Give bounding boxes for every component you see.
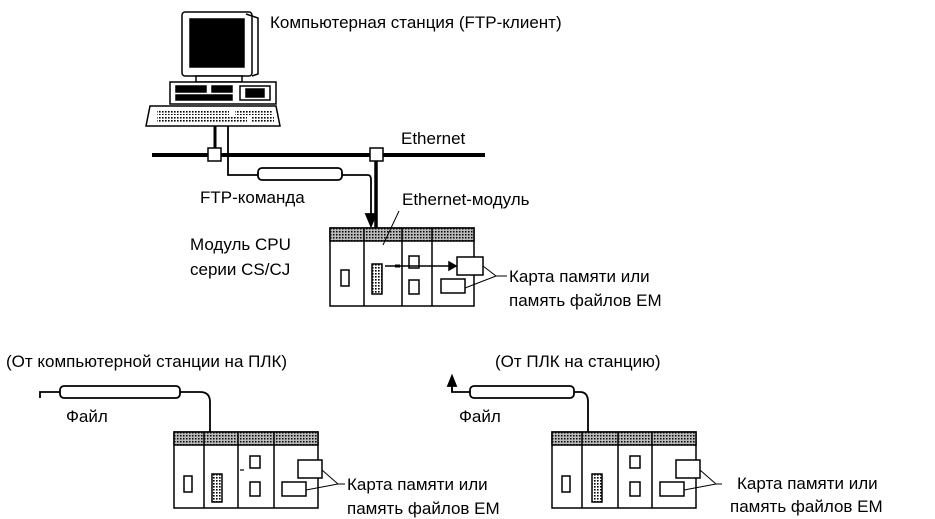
- ftp-command-path: [227, 126, 378, 229]
- memory-card-label: Карта памяти или: [347, 475, 488, 494]
- computer-station-label: Компьютерная станция (FTP-клиент): [270, 13, 562, 32]
- data-flow-arrow: [385, 260, 458, 272]
- ethernet-tap: [207, 147, 222, 162]
- memory-card-label: память файлов EM: [730, 497, 883, 516]
- left-file-label: Файл: [66, 407, 108, 426]
- cpu-module-label: серии CS/CJ: [190, 260, 291, 279]
- memory-card-label: память файлов EM: [347, 499, 500, 518]
- ethernet-tap: [369, 147, 384, 162]
- cpu-module-label: Модуль CPU: [190, 235, 291, 254]
- file-cable-right: [446, 373, 690, 471]
- ftp-command-label: FTP-команда: [200, 188, 305, 207]
- leader-lines: [382, 210, 507, 289]
- memory-card-label: Карта памяти или: [737, 474, 878, 493]
- leader-lines: [305, 469, 345, 491]
- memory-card-label: Карта памяти или: [509, 267, 650, 286]
- ethernet-label: Ethernet: [401, 129, 466, 148]
- plc-rack-right: [551, 431, 701, 509]
- memory-card-label: память файлов EM: [509, 291, 662, 310]
- plc-rack-left: [173, 431, 323, 509]
- leader-lines: [683, 469, 722, 491]
- right-file-label: Файл: [459, 407, 501, 426]
- right-caption: (От ПЛК на станцию): [495, 352, 661, 371]
- left-caption: (От компьютерной станции на ПЛК): [6, 352, 288, 371]
- computer-station-icon: [145, 11, 281, 127]
- plc-rack-top: [329, 227, 484, 307]
- ethernet-module-label: Ethernet-модуль: [402, 190, 530, 209]
